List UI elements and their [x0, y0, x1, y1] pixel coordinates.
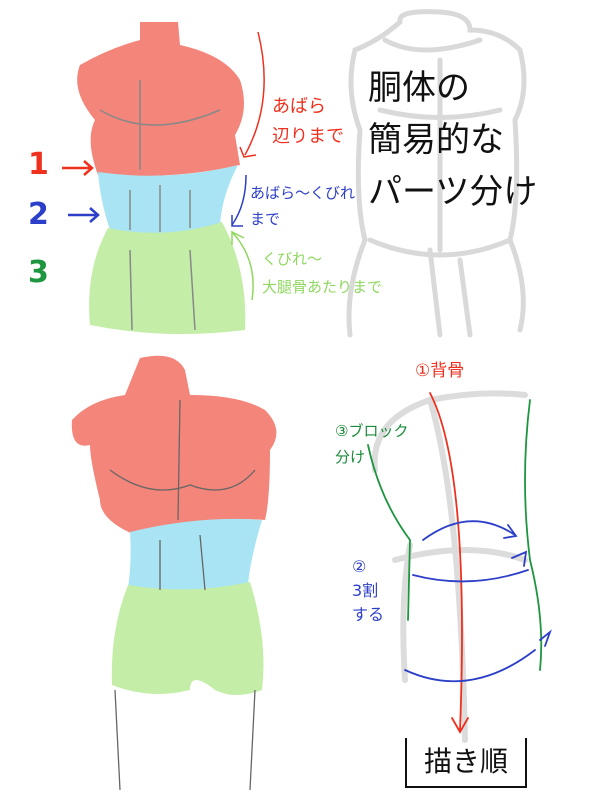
construction-diagram: [367, 390, 552, 743]
split-ellipse-upper: [412, 520, 529, 583]
number-arrows: [62, 160, 100, 223]
note-part-3: くびれ～ 大腿骨あたりまで: [262, 250, 383, 296]
note-arrows: [231, 31, 265, 301]
top-chest-part: [77, 22, 244, 177]
bottom-chest-part: [71, 355, 277, 535]
step-spine: ①背骨: [415, 361, 465, 381]
part-number-3: 3: [28, 255, 49, 290]
step-blocks: ③ブロック 分け: [335, 422, 409, 466]
bottom-figure: [71, 355, 277, 791]
top-abdomen-part: [98, 165, 238, 234]
drawing-order-label: 描き順: [405, 738, 527, 788]
block-outline: [367, 399, 543, 671]
split-ellipse-lower: [404, 629, 552, 683]
bottom-abdomen-part: [128, 518, 262, 591]
note-part-2: あばら～くびれ まで: [250, 184, 356, 228]
spine-line: [429, 392, 469, 734]
bottom-hips-part: [111, 582, 264, 695]
diagram-title: 胴体の 簡易的な パーツ分け: [368, 68, 538, 212]
part-number-2: 2: [28, 197, 49, 232]
part-number-1: 1: [28, 147, 49, 182]
reference-figure-outline: [346, 9, 527, 338]
note-part-1: あばら 辺りまで: [272, 96, 344, 147]
top-figure: [77, 22, 246, 334]
top-hips-part: [89, 222, 246, 334]
step-split: ② 3割 する: [352, 557, 385, 624]
